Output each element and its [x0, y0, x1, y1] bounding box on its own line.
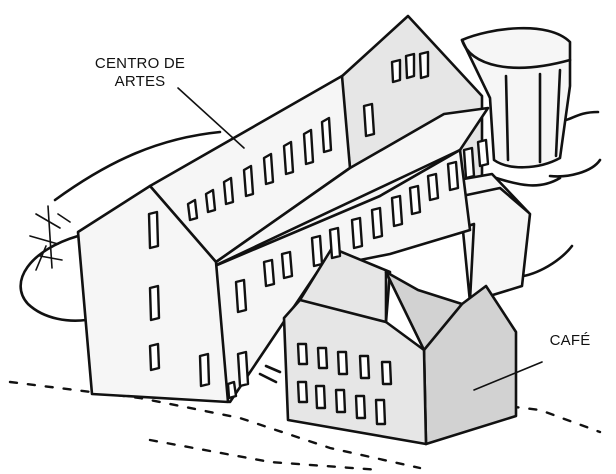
ground-lines: [8, 380, 602, 472]
cafe-windows: [296, 342, 393, 426]
label-centro-line2: ARTES: [114, 73, 166, 90]
side-wall-windows: [226, 138, 490, 400]
label-leaders: [177, 87, 543, 391]
tree-sketch: [29, 205, 71, 271]
label-cafe: CAFÉ: [549, 332, 591, 349]
label-centro-line1: CENTRO DE: [94, 55, 186, 72]
hill-outline: [19, 130, 222, 322]
front-gable-windows: [147, 210, 211, 388]
tower: [460, 26, 572, 169]
roof-windows: [186, 50, 430, 222]
label-centro-de-artes: CENTRO DE ARTES: [80, 55, 200, 91]
side-annex: [386, 172, 532, 304]
